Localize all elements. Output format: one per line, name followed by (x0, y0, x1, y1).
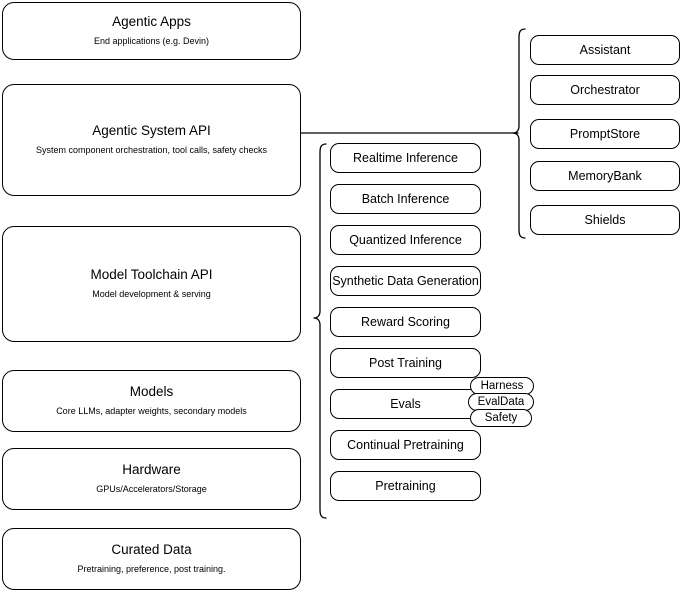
toolchain-item-batch-inference[interactable]: Batch Inference (330, 184, 481, 214)
eval-badge-label: Safety (484, 412, 518, 424)
layer-subtitle: Model development & serving (92, 289, 211, 300)
brace-system-components (512, 28, 526, 239)
system-item-label: Shields (584, 213, 626, 227)
system-item-promptstore[interactable]: PromptStore (530, 119, 680, 149)
toolchain-item-label: Synthetic Data Generation (332, 274, 479, 288)
toolchain-item-continual-pretraining[interactable]: Continual Pretraining (330, 430, 481, 460)
system-item-label: Orchestrator (570, 83, 640, 97)
layer-title: Curated Data (111, 542, 192, 558)
eval-badge-label: EvalData (477, 396, 525, 408)
toolchain-item-realtime-inference[interactable]: Realtime Inference (330, 143, 481, 173)
system-item-memorybank[interactable]: MemoryBank (530, 161, 680, 191)
toolchain-item-reward-scoring[interactable]: Reward Scoring (330, 307, 481, 337)
toolchain-item-label: Batch Inference (361, 192, 450, 206)
toolchain-item-label: Pretraining (375, 479, 436, 493)
layer-models[interactable]: Models Core LLMs, adapter weights, secon… (2, 370, 301, 432)
brace-toolchain-components (313, 143, 327, 519)
layer-subtitle: End applications (e.g. Devin) (93, 36, 210, 47)
layer-title: Models (129, 384, 174, 400)
layer-model-toolchain-api[interactable]: Model Toolchain API Model development & … (2, 226, 301, 342)
toolchain-item-quantized-inference[interactable]: Quantized Inference (330, 225, 481, 255)
toolchain-item-evals[interactable]: Evals (330, 389, 481, 419)
system-item-label: Assistant (579, 43, 631, 57)
toolchain-item-label: Quantized Inference (349, 233, 462, 247)
layer-curated-data[interactable]: Curated Data Pretraining, preference, po… (2, 528, 301, 590)
eval-badge-safety[interactable]: Safety (470, 409, 532, 427)
layer-title: Agentic System API (92, 123, 211, 139)
system-item-orchestrator[interactable]: Orchestrator (530, 75, 680, 105)
toolchain-item-post-training[interactable]: Post Training (330, 348, 481, 378)
system-item-label: MemoryBank (568, 169, 642, 183)
toolchain-item-synthetic-data-generation[interactable]: Synthetic Data Generation (330, 266, 481, 296)
layer-agentic-apps[interactable]: Agentic Apps End applications (e.g. Devi… (2, 2, 301, 60)
system-item-shields[interactable]: Shields (530, 205, 680, 235)
layer-subtitle: Core LLMs, adapter weights, secondary mo… (56, 406, 247, 417)
layer-title: Agentic Apps (112, 14, 191, 30)
layer-title: Model Toolchain API (90, 267, 213, 283)
system-item-assistant[interactable]: Assistant (530, 35, 680, 65)
eval-badge-label: Harness (480, 380, 524, 392)
layer-subtitle: System component orchestration, tool cal… (35, 145, 268, 156)
toolchain-item-label: Realtime Inference (353, 151, 458, 165)
layer-subtitle: GPUs/Accelerators/Storage (96, 484, 207, 495)
toolchain-item-label: Post Training (369, 356, 442, 370)
toolchain-item-label: Reward Scoring (361, 315, 450, 329)
system-item-label: PromptStore (569, 127, 641, 141)
layer-hardware[interactable]: Hardware GPUs/Accelerators/Storage (2, 448, 301, 510)
toolchain-item-label: Evals (390, 397, 421, 411)
layer-title: Hardware (122, 462, 181, 478)
layer-agentic-system-api[interactable]: Agentic System API System component orch… (2, 84, 301, 196)
toolchain-item-label: Continual Pretraining (347, 438, 464, 452)
toolchain-item-pretraining[interactable]: Pretraining (330, 471, 481, 501)
layer-subtitle: Pretraining, preference, post training. (77, 564, 226, 575)
